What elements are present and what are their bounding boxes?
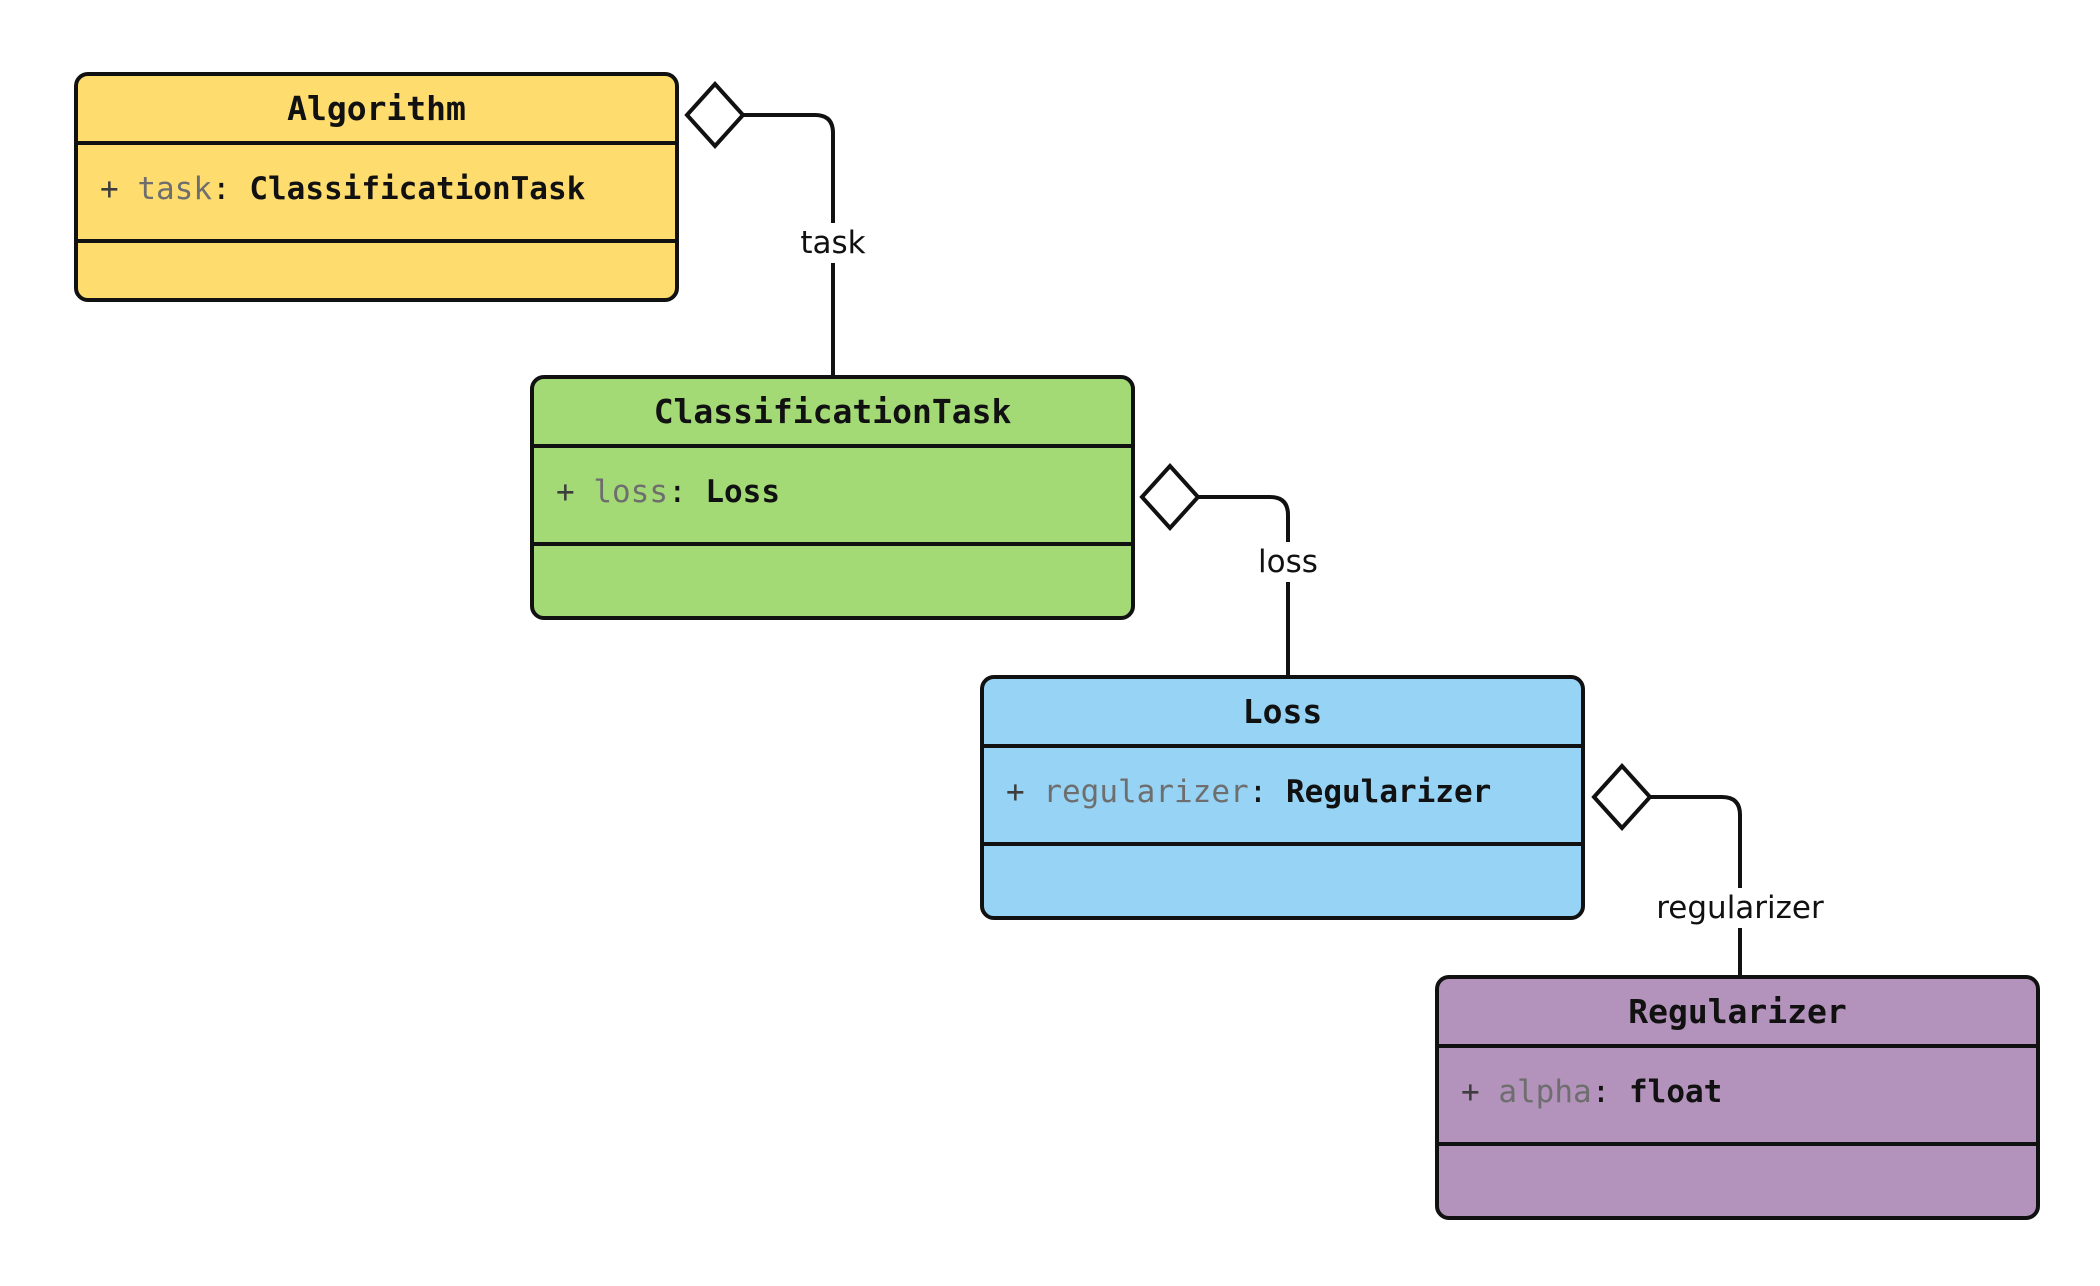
relation-rel-regularizer [1591, 763, 1742, 975]
uml-methods-compartment [984, 846, 1581, 916]
uml-class-classification-task[interactable]: ClassificationTask + loss: Loss [530, 375, 1135, 620]
relation-label-rel-task: task [793, 223, 873, 263]
uml-attribute-row: + task: ClassificationTask [100, 169, 653, 209]
attribute-name: loss [593, 474, 668, 510]
uml-methods-compartment [534, 546, 1131, 616]
uml-attributes-compartment: + task: ClassificationTask [78, 145, 675, 243]
attribute-separator: : [1591, 1074, 1611, 1110]
uml-class-title: Algorithm [78, 76, 675, 145]
attribute-name: task [137, 171, 212, 207]
aggregation-diamond-icon [1591, 763, 1653, 831]
uml-class-title: Regularizer [1439, 979, 2036, 1048]
uml-attribute-row: + loss: Loss [556, 472, 1109, 512]
uml-class-regularizer[interactable]: Regularizer + alpha: float [1435, 975, 2040, 1220]
attribute-name: regularizer [1043, 774, 1249, 810]
attribute-visibility: + [556, 474, 575, 510]
attribute-visibility: + [100, 171, 119, 207]
attribute-separator: : [1248, 774, 1268, 810]
uml-attributes-compartment: + regularizer: Regularizer [984, 748, 1581, 846]
attribute-type: Regularizer [1286, 774, 1492, 810]
attribute-visibility: + [1461, 1074, 1480, 1110]
relation-line [1650, 795, 1742, 975]
uml-class-algorithm[interactable]: Algorithm + task: ClassificationTask [74, 72, 679, 302]
uml-methods-compartment [78, 243, 675, 298]
attribute-separator: : [212, 171, 231, 207]
uml-attribute-row: + alpha: float [1461, 1072, 2014, 1112]
attribute-type: float [1629, 1074, 1723, 1110]
relation-line [1198, 495, 1290, 675]
relation-label-rel-regularizer: regularizer [1649, 888, 1831, 928]
uml-attributes-compartment: + loss: Loss [534, 448, 1131, 546]
uml-attribute-row: + regularizer: Regularizer [1006, 772, 1559, 812]
uml-class-title: ClassificationTask [534, 379, 1131, 448]
attribute-type: Loss [705, 474, 780, 510]
uml-class-title: Loss [984, 679, 1581, 748]
uml-class-loss[interactable]: Loss + regularizer: Regularizer [980, 675, 1585, 920]
relation-label-rel-loss: loss [1251, 542, 1325, 582]
aggregation-diamond-icon [1139, 463, 1201, 531]
attribute-separator: : [668, 474, 687, 510]
uml-methods-compartment [1439, 1146, 2036, 1216]
aggregation-diamond-icon [684, 81, 746, 149]
attribute-type: ClassificationTask [249, 171, 586, 207]
attribute-visibility: + [1006, 774, 1025, 810]
attribute-name: alpha [1498, 1074, 1592, 1110]
uml-attributes-compartment: + alpha: float [1439, 1048, 2036, 1146]
